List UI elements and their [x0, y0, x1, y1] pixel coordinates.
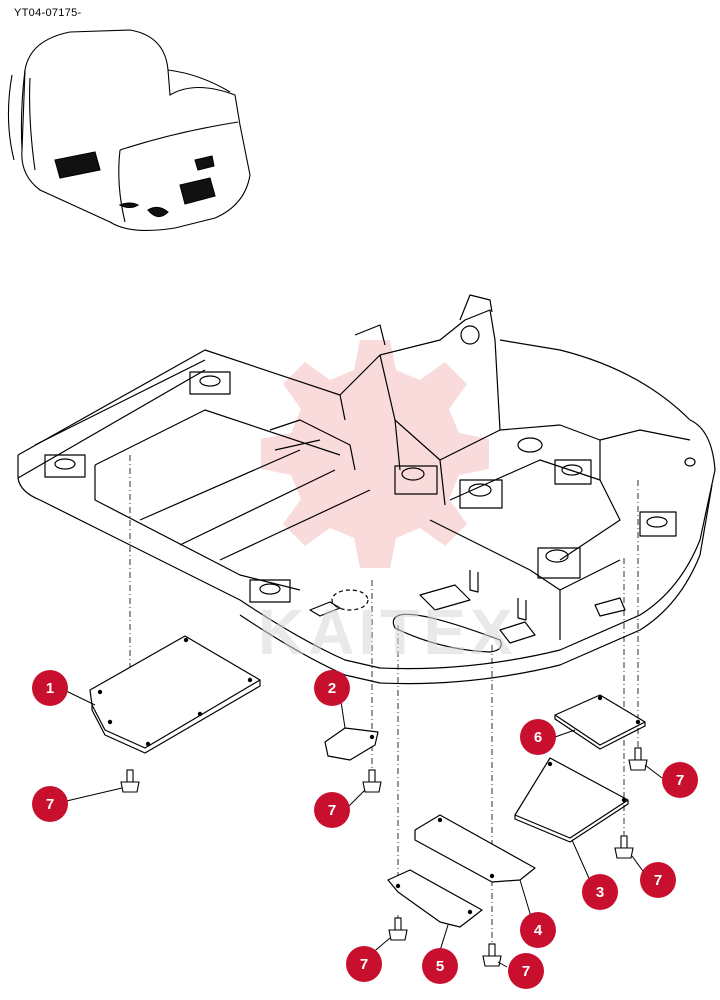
callout-part-1[interactable]: 1 [32, 670, 68, 706]
callout-part-7-bolt-2[interactable]: 7 [314, 792, 350, 828]
callout-part-5[interactable]: 5 [422, 948, 458, 984]
bolt-2 [362, 769, 382, 793]
callout-part-7-bolt-4[interactable]: 7 [508, 953, 544, 989]
cover-plate-4 [414, 814, 536, 883]
cover-plate-5 [387, 869, 483, 928]
watermark-text: KAITEX [258, 596, 517, 668]
reference-code: YT04-07175- [14, 7, 82, 19]
callout-part-7-bolt-5[interactable]: 7 [346, 946, 382, 982]
bolt-3 [614, 835, 634, 859]
bolt-6 [628, 747, 648, 771]
bolt-1 [120, 769, 140, 793]
callout-part-7-bolt-1[interactable]: 7 [32, 786, 68, 822]
callout-part-7-bolt-3[interactable]: 7 [640, 862, 676, 898]
bolt-4 [482, 943, 502, 967]
watermark-logo [261, 340, 489, 568]
machine-thumbnail [7, 29, 251, 231]
callout-part-2[interactable]: 2 [314, 670, 350, 706]
revolving-frame [17, 294, 716, 685]
assembly-lines [129, 455, 639, 945]
callout-part-3[interactable]: 3 [582, 874, 618, 910]
callout-part-6[interactable]: 6 [520, 719, 556, 755]
callout-part-4[interactable]: 4 [520, 912, 556, 948]
cover-plate-2 [324, 727, 379, 761]
bolt-5 [388, 917, 408, 941]
cover-plate-6 [554, 694, 646, 746]
callout-part-7-bolt-6[interactable]: 7 [662, 762, 698, 798]
cover-plates [89, 635, 646, 928]
bolts [120, 747, 648, 967]
cover-plate-1 [89, 635, 261, 749]
